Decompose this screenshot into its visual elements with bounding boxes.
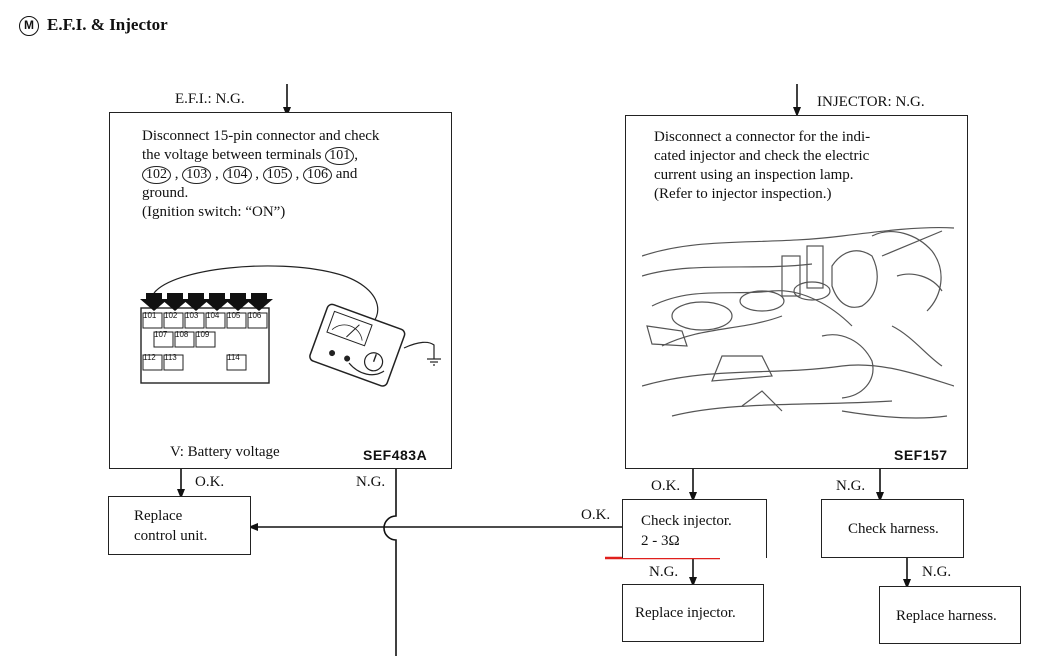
replace-injector-text: Replace injector.	[635, 605, 736, 621]
injector-line2: cated injector and check the electric	[654, 148, 870, 164]
efi-line1: Disconnect 15-pin connector and check	[142, 128, 380, 144]
efi-line2-row: the voltage between terminals 101,	[142, 147, 359, 165]
replace-control-line2: control unit.	[134, 528, 208, 544]
injector-line4: (Refer to injector inspection.)	[654, 186, 832, 202]
connector-pin-cell	[153, 331, 174, 348]
injector-line1: Disconnect a connector for the indi-	[654, 129, 871, 145]
terminal-104: 104	[222, 166, 252, 184]
check-harness-box: Check harness.	[821, 499, 964, 558]
pin-103: 103	[185, 311, 199, 320]
efi-label: E.F.I.: N.G.	[175, 91, 245, 107]
connector-pin-cell	[184, 312, 205, 329]
pin-105: 105	[227, 311, 241, 320]
terminal-101: 101	[325, 147, 355, 165]
connector-multimeter-illustration	[140, 265, 441, 387]
injector-instructions: Disconnect a connector for the indi- cat…	[654, 128, 870, 204]
connector-pin-cell	[226, 354, 247, 371]
terminal-106: 106	[303, 166, 332, 184]
page-title: E.F.I. & Injector	[47, 15, 168, 34]
pin-112: 112	[143, 353, 156, 362]
check-injector-line1: Check injector.	[641, 513, 732, 529]
pin-114: 114	[227, 353, 240, 362]
efi-figure-code: SEF483A	[363, 447, 428, 463]
pin-104: 104	[206, 311, 220, 320]
efi-line4: ground.	[142, 185, 189, 201]
injector-figure-code: SEF157	[894, 447, 948, 463]
replace-harness-box: Replace harness.	[879, 586, 1021, 644]
injector-line3: current using an inspection lamp.	[654, 167, 854, 183]
terminal-105: 105	[262, 166, 292, 184]
pin-113: 113	[164, 353, 177, 362]
check-harness-text: Check harness.	[848, 521, 939, 537]
connector-pin-cell	[142, 354, 163, 371]
pin-108: 108	[175, 330, 189, 339]
pin-102: 102	[164, 311, 178, 320]
pin-107: 107	[154, 330, 168, 339]
efi-footer: V: Battery voltage	[170, 444, 280, 460]
check-injector-box: Check injector. 2 - 3Ω	[622, 499, 767, 558]
efi-instructions: Disconnect 15-pin connector and check th…	[142, 127, 379, 222]
efi-and: and	[335, 166, 358, 182]
replace-harness-text: Replace harness.	[896, 608, 997, 624]
pin-109: 109	[196, 330, 210, 339]
inj-ng-label: N.G.	[836, 478, 866, 494]
connector-pin-cell	[163, 312, 184, 329]
efi-ng-label: N.G.	[356, 474, 386, 490]
pin-106: 106	[248, 311, 262, 320]
terminal-102: 102	[142, 166, 171, 184]
section-badge: M	[19, 16, 39, 36]
pin-101: 101	[143, 311, 157, 320]
injector-check-box: Disconnect a connector for the indi- cat…	[625, 115, 968, 469]
replace-control-line1: Replace	[134, 508, 183, 524]
connector-pin-cell	[195, 331, 216, 348]
efi-line5: (Ignition switch: “ON”)	[142, 204, 286, 220]
efi-line2: the voltage between terminals	[142, 147, 322, 163]
connector-pin-cell	[142, 312, 163, 329]
efi-ng-line	[383, 469, 397, 656]
connector-pin-cell	[205, 312, 226, 329]
inj-ok-label: O.K.	[651, 478, 681, 494]
check-ng-label: N.G.	[649, 564, 679, 580]
efi-check-box: Disconnect 15-pin connector and check th…	[109, 112, 452, 469]
replace-injector-box: Replace injector.	[622, 584, 764, 642]
connector-pin-cell	[247, 312, 268, 329]
harness-ng-label: N.G.	[922, 564, 952, 580]
replace-control-unit-box: Replace control unit.	[108, 496, 251, 555]
check-ok-label: O.K.	[581, 507, 611, 523]
check-injector-line2: 2 - 3Ω	[641, 533, 680, 549]
connector-pin-cell	[226, 312, 247, 329]
terminal-103: 103	[182, 166, 212, 184]
efi-ok-label: O.K.	[195, 474, 225, 490]
connector-pin-cell	[163, 354, 184, 371]
injector-label: INJECTOR: N.G.	[817, 94, 925, 110]
section-badge-letter: M	[24, 18, 34, 32]
efi-terminals-row: 102 , 103 , 104 , 105 , 106 and	[142, 165, 379, 184]
connector-pin-cell	[174, 331, 195, 348]
injector-engine-illustration	[642, 216, 954, 431]
